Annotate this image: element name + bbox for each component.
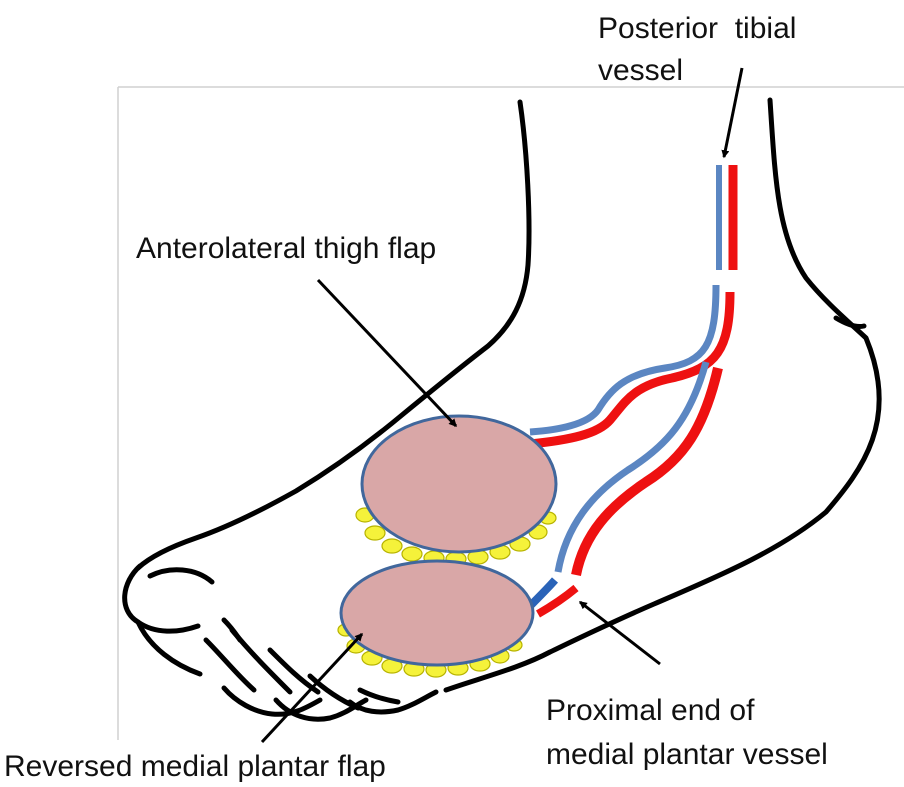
label-proximal-line1: Proximal end of: [546, 694, 755, 727]
medial-plantar-artery: [576, 368, 718, 575]
arrow-reversed-flap: [262, 634, 362, 742]
arrow-anterolateral-flap: [318, 280, 456, 426]
arrow-posterior-tibial: [724, 68, 742, 157]
label-reversed-medial-plantar-flap: Reversed medial plantar flap: [4, 750, 386, 783]
reversed-medial-plantar-flap: [341, 561, 533, 665]
label-posterior-tibial-line1: Posterior tibial: [598, 12, 796, 45]
anterolateral-thigh-flap: [362, 416, 556, 552]
label-posterior-tibial-line2: vessel: [598, 54, 683, 87]
label-proximal-line2: medial plantar vessel: [546, 738, 828, 771]
vessels: [530, 165, 733, 614]
label-anterolateral-thigh-flap: Anterolateral thigh flap: [136, 232, 436, 265]
